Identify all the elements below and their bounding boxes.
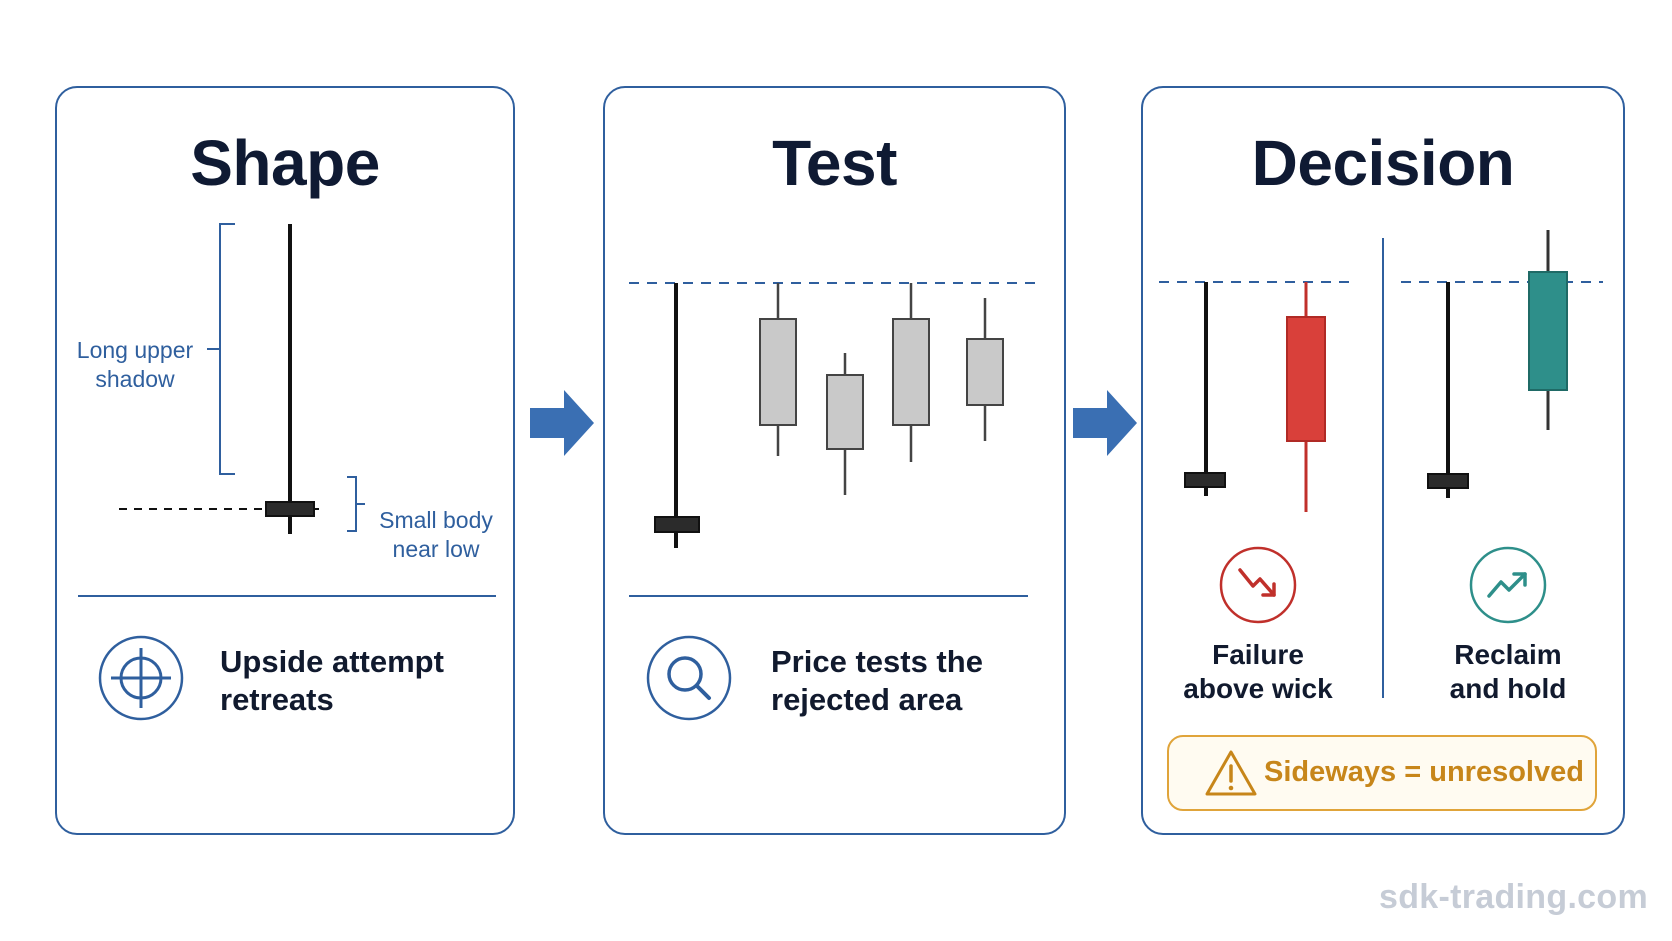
outcome-line: above wick [1183,673,1333,704]
test-candle [966,298,1004,441]
test-candle [826,353,864,495]
test-candle [892,283,930,462]
bearish-candle [1286,282,1326,512]
annotation-long-upper-shadow: Long upper shadow [75,336,195,394]
decision-candles-illustration [1159,230,1603,698]
panel-title-test: Test [772,127,897,199]
panel-decision: Decision [1141,86,1625,835]
outcome-reclaim: Reclaim and hold [1408,638,1608,706]
warning-text: Sideways = unresolved [1264,756,1584,788]
magnifier-icon [646,635,732,721]
outcome-line: and hold [1449,673,1567,704]
crosshair-icon [98,635,184,721]
test-candles-illustration [629,282,1041,721]
trend-up-icon [1469,546,1547,624]
panel-shape: Shape Long upper shadow Small body near … [55,86,515,835]
rejection-candle-right [1427,282,1469,498]
panel-title-shape: Shape [190,127,380,199]
annotation-small-body: Small body near low [371,506,501,564]
warning-box: Sideways = unresolved [1167,735,1597,811]
shape-body [265,501,315,517]
shape-candle-illustration [78,223,496,721]
test-candle [759,283,797,456]
body-bracket [347,476,365,532]
caption-line: rejected area [771,682,963,717]
annotation-line: Long upper [76,337,194,363]
outcome-failure: Failure above wick [1158,638,1358,706]
arrow-right-icon [530,390,594,456]
annotation-line: shadow [95,366,175,392]
shadow-bracket [207,223,235,475]
outcome-line: Reclaim [1454,639,1562,670]
original-rejection-candle [654,283,700,548]
caption-line: Upside attempt [220,644,444,679]
outcome-line: Failure [1212,639,1304,670]
annotation-line: near low [392,536,480,562]
caption-line: retreats [220,682,334,717]
rejection-candle-left [1184,282,1226,496]
caption-test: Price tests the rejected area [771,643,983,719]
panel-title-decision: Decision [1251,127,1515,199]
panel-test: Test [603,86,1066,835]
arrow-right-icon [1073,390,1137,456]
caption-line: Price tests the [771,644,983,679]
warning-triangle-icon [1205,750,1257,796]
watermark: sdk-trading.com [1379,878,1648,916]
bullish-candle [1528,230,1568,430]
trend-down-icon [1219,546,1297,624]
caption-shape: Upside attempt retreats [220,643,444,719]
annotation-line: Small body [379,507,493,533]
